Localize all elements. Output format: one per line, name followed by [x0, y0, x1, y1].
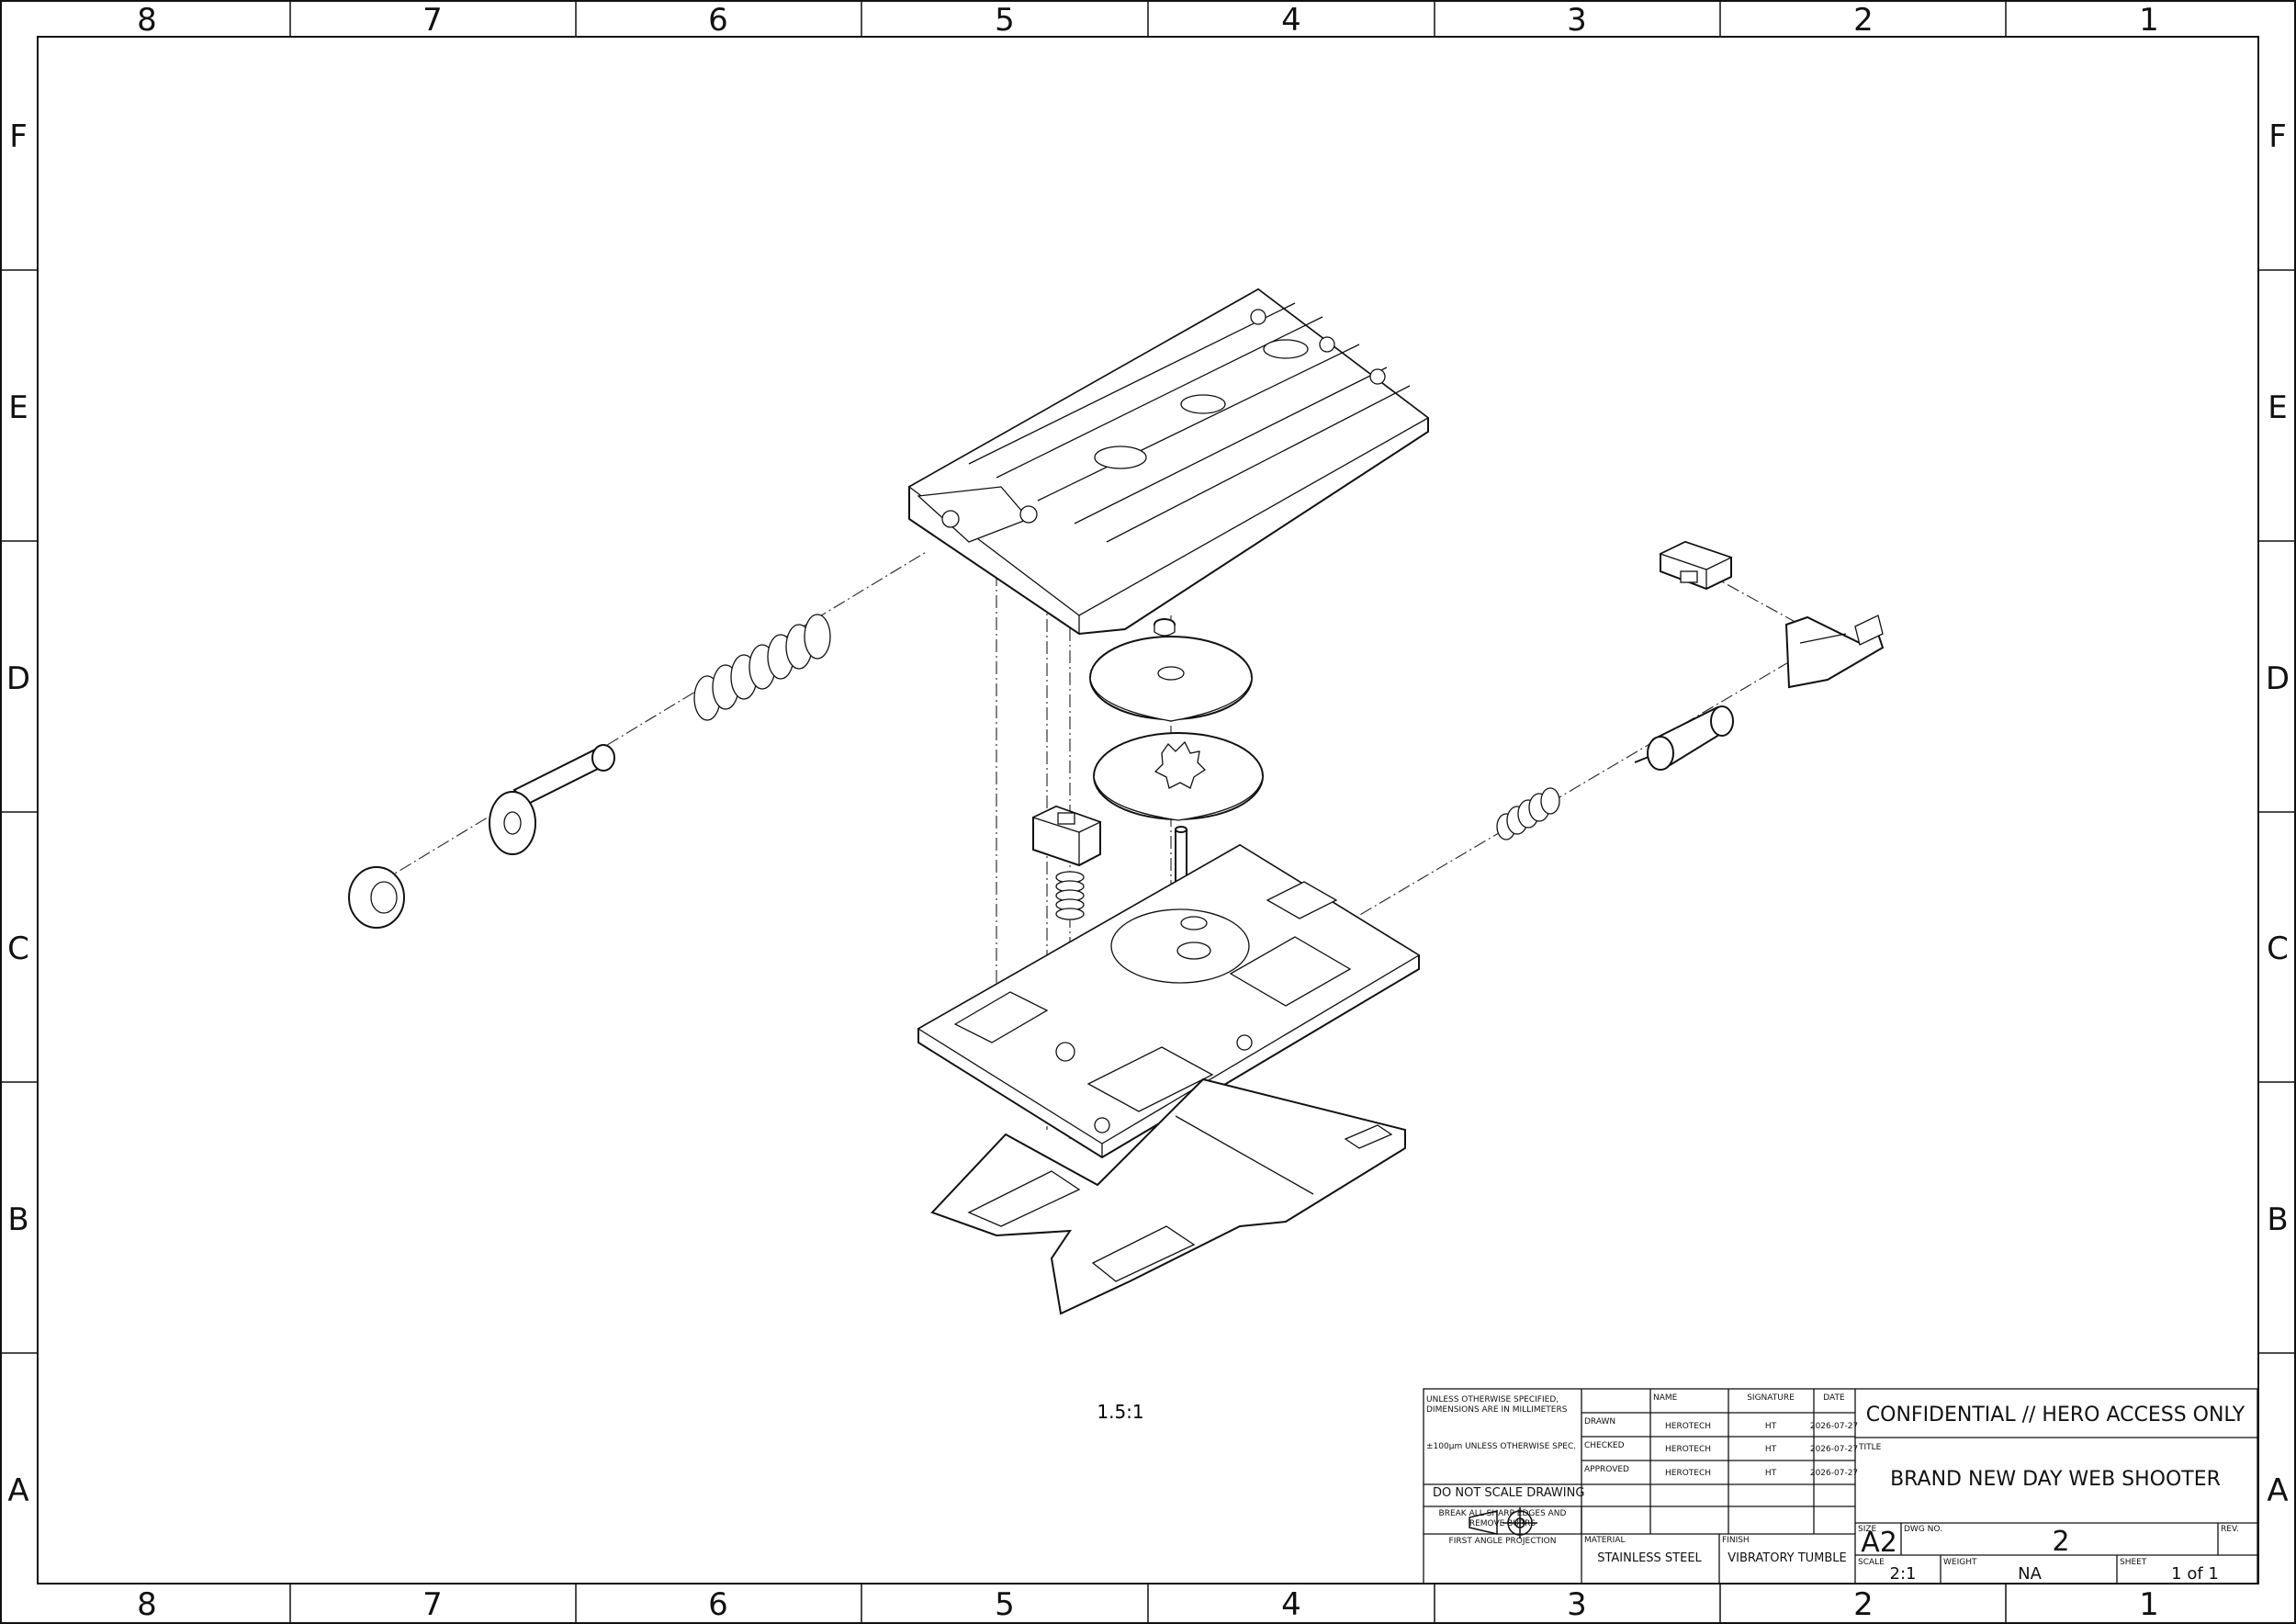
zone-row-label: D [6, 660, 30, 697]
name-drawn: HEROTECH [1665, 1422, 1711, 1431]
zone-col-label: 7 [422, 2, 443, 39]
top-housing [907, 288, 1430, 636]
zone-row-label: D [2266, 660, 2290, 697]
material-value: STAINLESS STEEL [1597, 1551, 1702, 1565]
title-block-text: UNLESS OTHERWISE SPECIFIED, DIMENSIONS A… [1426, 1393, 2245, 1584]
view-scale-label: 1.5:1 [1097, 1401, 1143, 1423]
tolerance-note-line1: UNLESS OTHERWISE SPECIFIED, [1426, 1395, 1559, 1404]
zone-col-label: 4 [1281, 2, 1301, 39]
zone-labels-top: 8 7 6 5 4 3 2 1 [137, 2, 2159, 39]
signature-checked: HT [1765, 1445, 1777, 1454]
title-label: TITLE [1858, 1443, 1882, 1452]
do-not-scale-note: DO NOT SCALE DRAWING [1433, 1486, 1584, 1500]
header-date: DATE [1823, 1393, 1845, 1403]
zone-row-label: F [9, 118, 28, 155]
zone-row-label: B [7, 1201, 28, 1238]
motor-cylinder [1634, 705, 1734, 771]
projection-label: FIRST ANGLE PROJECTION [1449, 1537, 1557, 1546]
worm-gear [1496, 787, 1560, 840]
sheet-label: SHEET [2120, 1558, 2147, 1567]
rev-label: REV. [2221, 1525, 2239, 1534]
signature-drawn: HT [1765, 1422, 1777, 1431]
header-signature: SIGNATURE [1747, 1393, 1795, 1403]
finish-label: FINISH [1722, 1536, 1750, 1545]
zone-row-label: A [2267, 1472, 2288, 1509]
zone-col-label: 5 [995, 2, 1015, 39]
zone-row-label: E [8, 389, 28, 426]
tolerance-note-line2: DIMENSIONS ARE IN MILLIMETERS [1426, 1405, 1568, 1415]
name-checked: HEROTECH [1665, 1445, 1711, 1454]
zone-col-label: 3 [1567, 2, 1587, 39]
weight-label: WEIGHT [1943, 1558, 1977, 1567]
small-spring [1055, 871, 1085, 920]
zone-row-label: A [7, 1472, 28, 1509]
zone-col-label: 7 [422, 1586, 443, 1623]
weight-value: NA [2018, 1564, 2042, 1584]
role-drawn: DRAWN [1584, 1417, 1615, 1427]
header-name: NAME [1653, 1393, 1678, 1403]
role-checked: CHECKED [1584, 1441, 1625, 1450]
base-plate [917, 843, 1421, 1159]
zone-col-label: 3 [1567, 1586, 1587, 1623]
dwg-no-value: 2 [2052, 1526, 2069, 1558]
sheet-value: 1 of 1 [2171, 1564, 2219, 1584]
date-checked: 2026-07-27 [1810, 1445, 1858, 1454]
zone-row-label: C [7, 930, 29, 967]
zone-col-label: 2 [1853, 1586, 1874, 1623]
zone-col-label: 1 [2139, 1586, 2159, 1623]
name-approved: HEROTECH [1665, 1469, 1711, 1478]
bushing [348, 866, 405, 929]
drawing-title: BRAND NEW DAY WEB SHOOTER [1890, 1468, 2221, 1491]
small-block [1031, 805, 1102, 867]
scale-value: 2:1 [1890, 1564, 1917, 1584]
bottom-strap [930, 1077, 1406, 1315]
zone-col-label: 6 [708, 2, 728, 39]
zone-row-label: F [2268, 118, 2287, 155]
size-value: A2 [1861, 1527, 1897, 1559]
date-drawn: 2026-07-27 [1810, 1422, 1858, 1431]
date-approved: 2026-07-27 [1810, 1469, 1858, 1478]
zone-labels-right: F E D C B A [2266, 118, 2290, 1509]
plunger [489, 744, 615, 855]
exploded-view [348, 288, 1885, 1315]
confidential-notice: CONFIDENTIAL // HERO ACCESS ONLY [1866, 1404, 2245, 1427]
zone-col-label: 8 [137, 1586, 157, 1623]
dwg-no-label: DWG NO. [1904, 1525, 1942, 1534]
zone-col-label: 5 [995, 1586, 1015, 1623]
gear-disc [1093, 732, 1264, 821]
zone-row-label: B [2267, 1201, 2288, 1238]
zone-col-label: 1 [2139, 2, 2159, 39]
material-label: MATERIAL [1584, 1536, 1626, 1545]
zone-labels-left: F E D C B A [6, 118, 30, 1509]
zone-row-label: E [2268, 389, 2287, 426]
size-label: SIZE [1858, 1525, 1877, 1534]
zone-row-label: C [2267, 930, 2289, 967]
burrs-note-line1: BREAK ALL SHARP EDGES AND [1439, 1509, 1567, 1518]
zone-col-label: 4 [1281, 1586, 1301, 1623]
motor-coupler [1784, 615, 1885, 689]
small-bracket [1659, 540, 1733, 591]
tolerance-value: ±100μm UNLESS OTHERWISE SPEC. [1426, 1442, 1576, 1451]
finish-value: VIBRATORY TUMBLE [1728, 1551, 1847, 1565]
title-block [1423, 1388, 2258, 1585]
zone-col-label: 8 [137, 2, 157, 39]
zone-labels-bottom: 8 7 6 5 4 3 2 1 [137, 1586, 2159, 1623]
upper-disc [1089, 618, 1253, 722]
scale-label: SCALE [1858, 1558, 1885, 1567]
first-angle-projection-icon [1469, 1507, 1537, 1539]
signature-approved: HT [1765, 1469, 1777, 1478]
burrs-note-line2: REMOVE BURRS [1469, 1519, 1536, 1528]
main-spring [693, 614, 831, 721]
zone-col-label: 2 [1853, 2, 1874, 39]
zone-col-label: 6 [708, 1586, 728, 1623]
role-approved: APPROVED [1584, 1465, 1629, 1474]
